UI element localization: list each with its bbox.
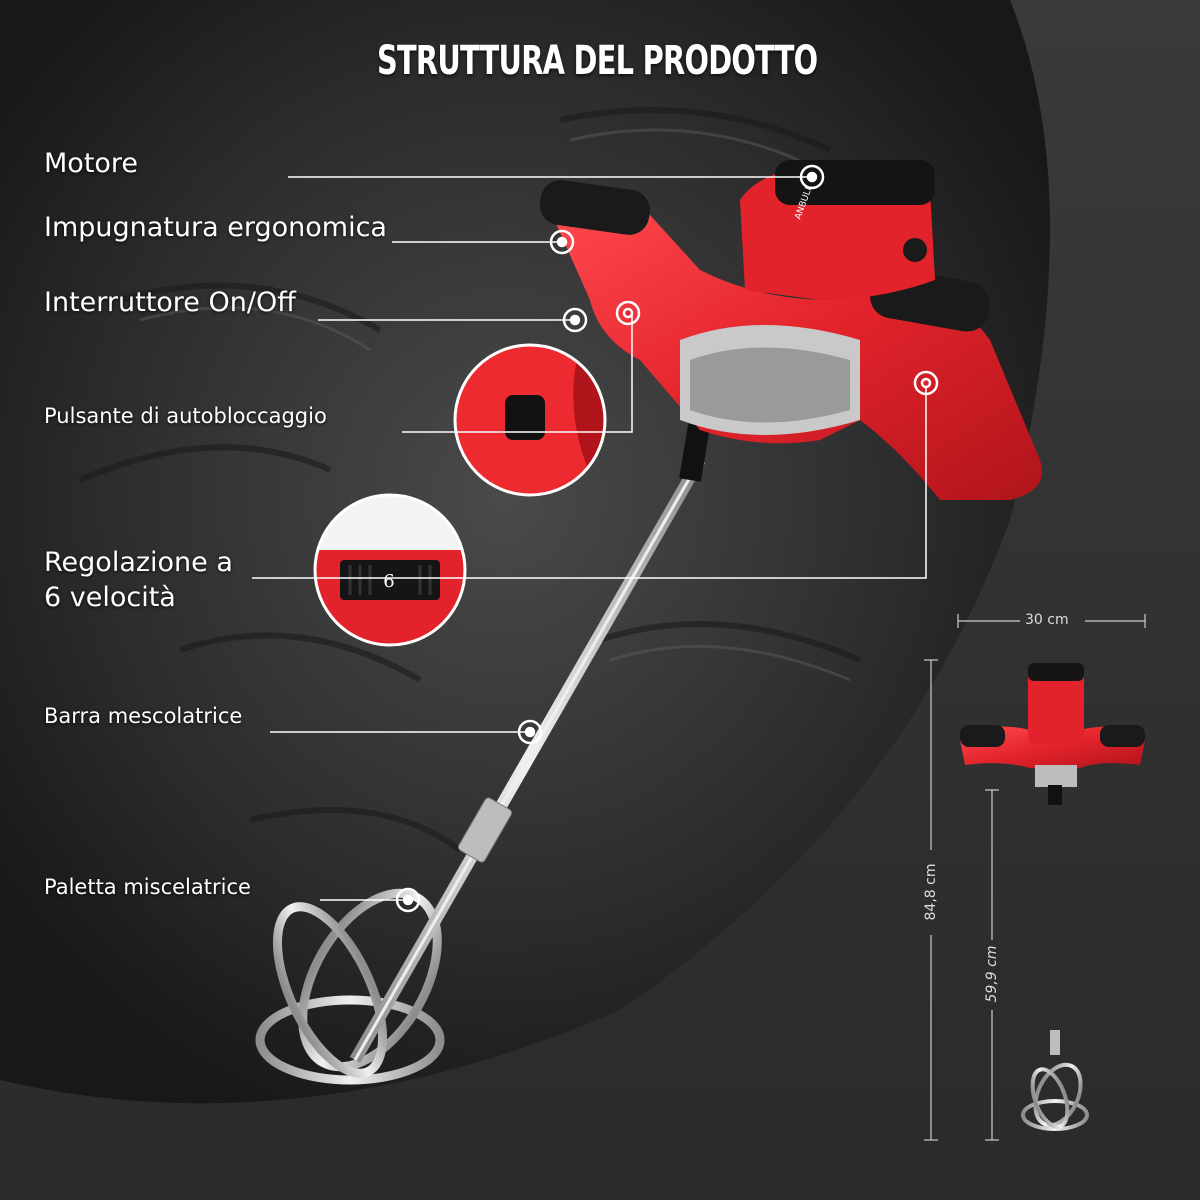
label-speed-line2: 6 velocità — [44, 582, 176, 613]
page-title: STRUTTURA DEL PRODOTTO — [376, 38, 818, 84]
dimension-shaft: 59,9 cm — [984, 945, 1000, 1003]
label-handle: Impugnatura ergonomica — [44, 212, 387, 243]
dimension-width: 30 cm — [1025, 612, 1069, 628]
dimension-height: 84,8 cm — [923, 863, 939, 921]
dial-number: 6 — [383, 571, 394, 592]
label-lock-button: Pulsante di autobloccaggio — [44, 404, 327, 428]
label-paddle: Paletta miscelatrice — [44, 875, 251, 899]
label-switch: Interruttore On/Off — [44, 287, 296, 318]
label-motor: Motore — [44, 148, 139, 179]
label-mixing-bar: Barra mescolatrice — [44, 704, 243, 728]
label-speed-line1: Regolazione a — [44, 547, 233, 578]
